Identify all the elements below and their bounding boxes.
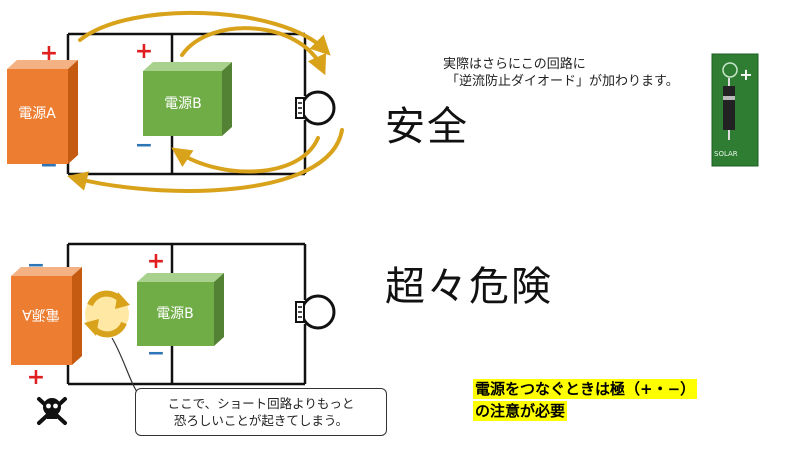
warning-line-2: の注意が必要 <box>473 401 568 421</box>
bottom-source-a-label: 電源A <box>22 306 60 322</box>
danger-label: 超々危険 <box>385 264 553 310</box>
bottom-b-minus-sign: − <box>147 341 165 366</box>
bottom-wires <box>66 242 307 386</box>
board-solar-text: SOLAR <box>714 150 738 158</box>
diode-board-photo: + SOLAR <box>711 53 759 167</box>
polarity-warning: 電源をつなぐときは極（+・−） の注意が必要 <box>473 378 698 422</box>
bottom-source-b-box: 電源B <box>137 273 224 346</box>
bottom-source-b-label: 電源B <box>156 306 194 322</box>
bottom-b-plus-sign: + <box>147 249 165 274</box>
board-plus-text: + <box>739 65 752 84</box>
bottom-source-a-box: 電源A <box>11 267 82 365</box>
top-a-minus-sign: − <box>40 153 58 178</box>
callout-line-2: 恐ろしいことが起きてしまう。 <box>173 413 349 428</box>
skull-crossbones-icon <box>37 397 67 425</box>
bottom-circuit: 電源A 電源B − + + − <box>11 242 336 425</box>
diode-note-line-2: 「逆流防止ダイオード」が加わります。 <box>446 74 679 89</box>
loop-arrows-icon <box>84 290 130 338</box>
danger-callout: ここで、ショート回路よりもっと 恐ろしいことが起きてしまう。 <box>135 388 387 436</box>
diode-note: 実際はさらにこの回路に 「逆流防止ダイオード」が加わります。 <box>443 56 679 90</box>
bottom-a-minus-sign: − <box>27 253 45 278</box>
top-b-minus-sign: − <box>135 133 153 158</box>
top-source-a-label: 電源A <box>18 106 56 122</box>
top-a-plus-sign: + <box>40 41 58 66</box>
bottom-a-plus-sign: + <box>27 365 45 390</box>
safe-label: 安全 <box>385 104 469 150</box>
top-source-b-label: 電源B <box>164 96 202 112</box>
top-source-b-box: 電源B <box>143 62 232 136</box>
top-b-plus-sign: + <box>135 39 153 64</box>
top-bulb-icon <box>295 90 336 126</box>
callout-line-1: ここで、ショート回路よりもっと <box>167 396 355 411</box>
warning-line-1: 電源をつなぐときは極（+・−） <box>473 379 698 399</box>
top-current-arrows <box>67 10 344 193</box>
top-circuit: 電源A 電源B + − + − <box>7 10 344 193</box>
top-source-a-box: 電源A <box>7 60 78 164</box>
diode-note-line-1: 実際はさらにこの回路に <box>443 57 586 72</box>
bottom-bulb-icon <box>295 294 336 330</box>
